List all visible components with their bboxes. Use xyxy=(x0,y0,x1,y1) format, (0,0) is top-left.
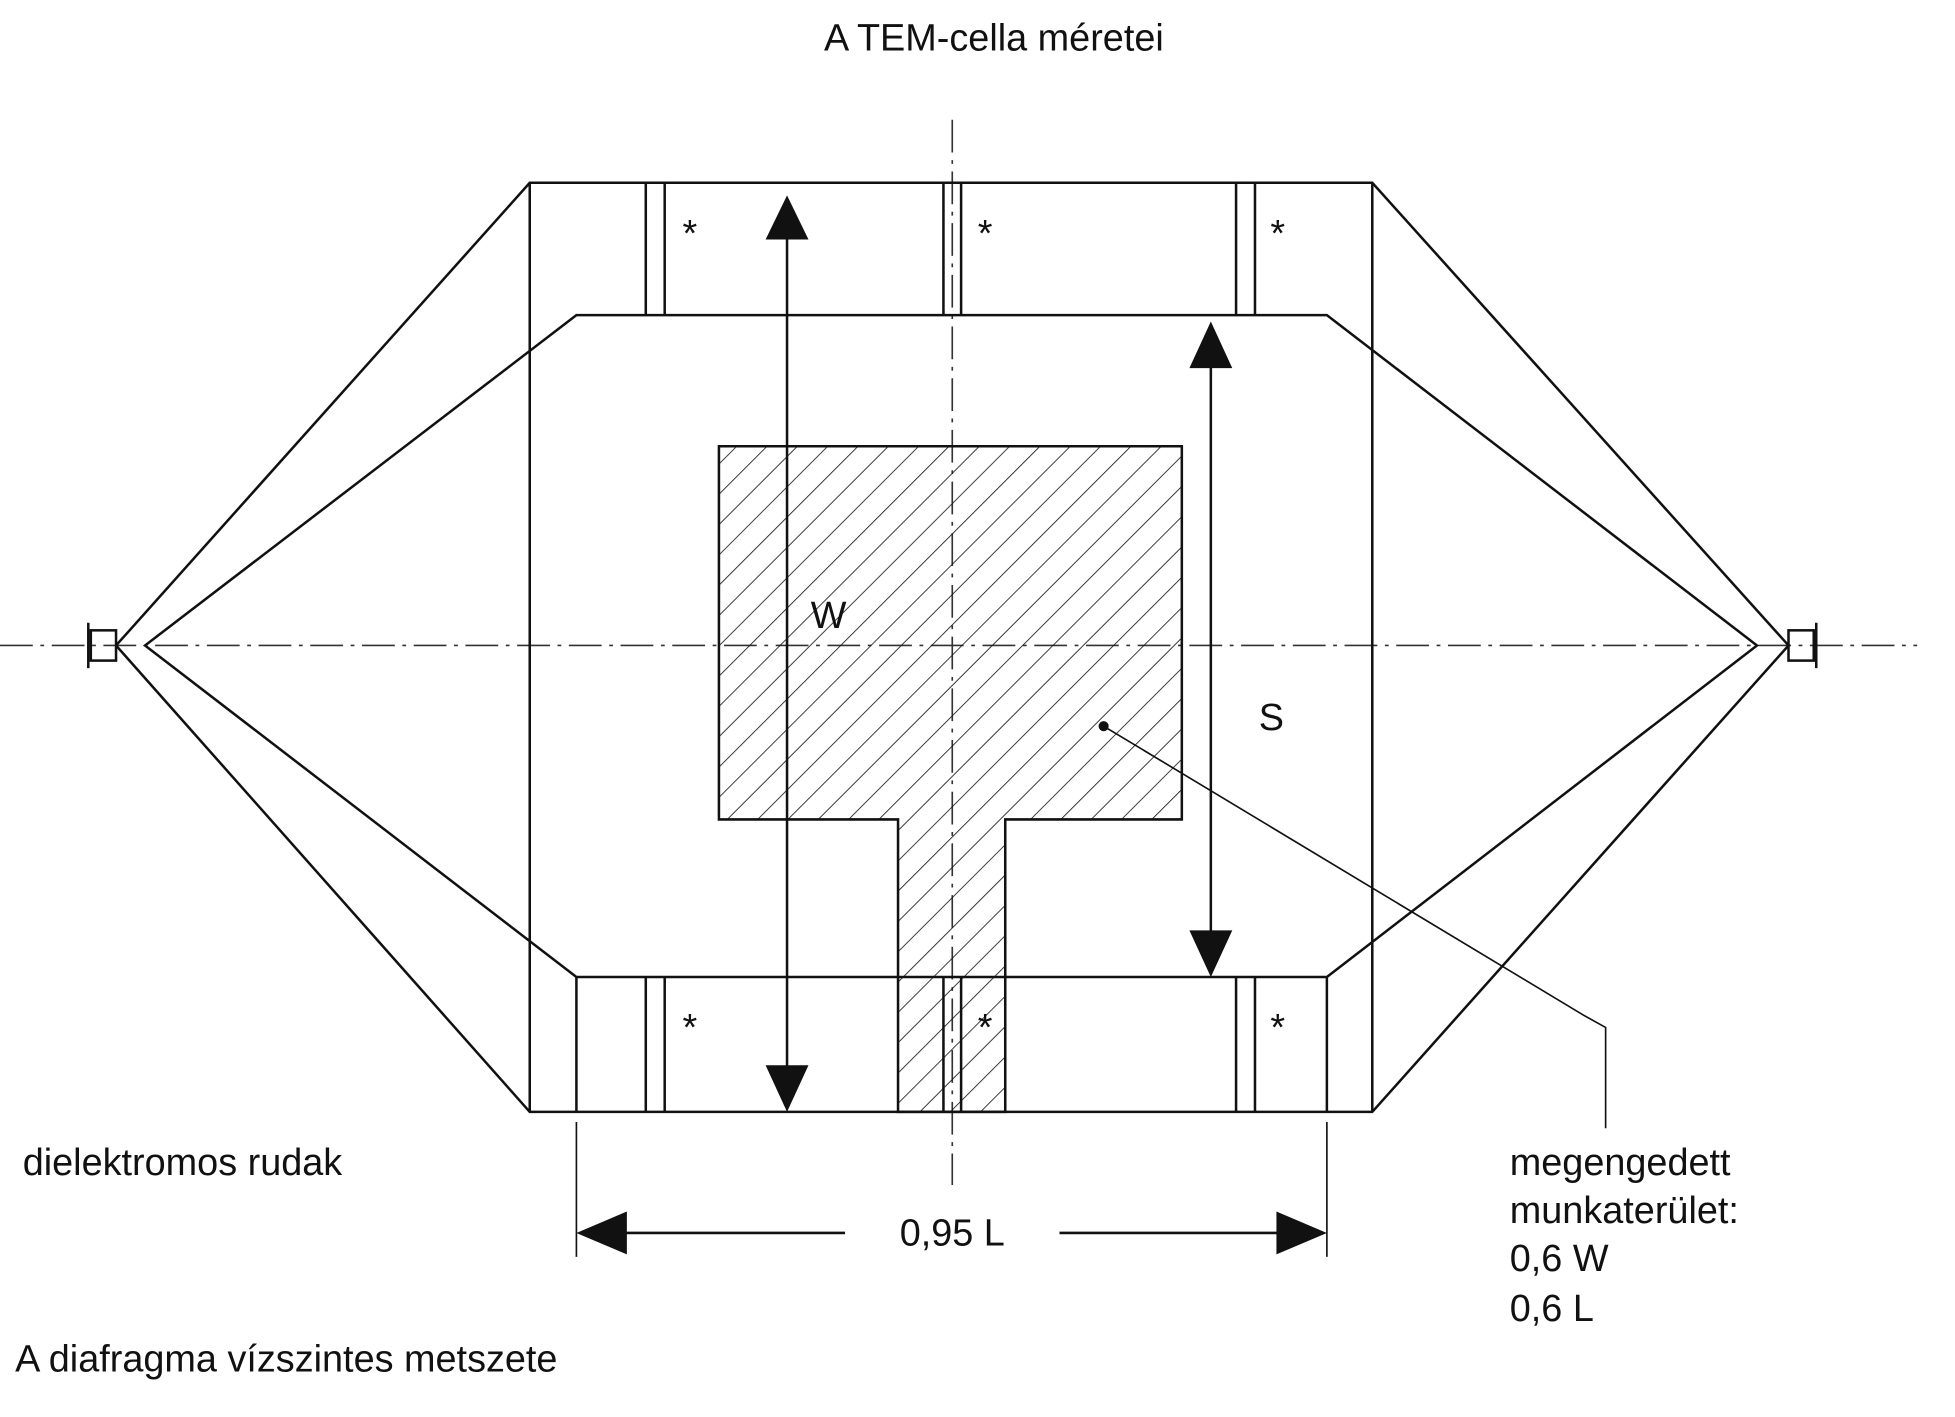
diagram-title: A TEM-cella méretei xyxy=(824,17,1164,59)
left-connector xyxy=(87,622,118,669)
work-area-label-line4: 0,6 L xyxy=(1510,1288,1594,1330)
asterisk-icon: * xyxy=(978,1007,993,1049)
w-dimension xyxy=(765,195,809,1112)
work-area-label-line2: munkaterület: xyxy=(1510,1190,1739,1232)
right-connector xyxy=(1787,622,1818,669)
s-label: S xyxy=(1259,697,1284,739)
length-dimension-label: 0,95 L xyxy=(900,1213,1005,1255)
work-area-region xyxy=(717,445,1184,1114)
rod-markers: * * * * * * xyxy=(683,213,1286,1049)
asterisk-icon: * xyxy=(1270,1007,1285,1049)
work-area-label-line3: 0,6 W xyxy=(1510,1238,1609,1280)
w-label: W xyxy=(811,595,847,637)
asterisk-icon: * xyxy=(683,213,698,255)
dielectric-rods-label: dielektromos rudak xyxy=(23,1142,343,1184)
s-dimension xyxy=(1189,321,1233,978)
work-area-leader xyxy=(1098,721,1607,1129)
length-dimension xyxy=(575,1122,1328,1257)
asterisk-icon: * xyxy=(683,1007,698,1049)
asterisk-icon: * xyxy=(1270,213,1285,255)
work-area-label-line1: megengedett xyxy=(1510,1142,1731,1184)
asterisk-icon: * xyxy=(978,213,993,255)
section-caption: A diafragma vízszintes metszete xyxy=(15,1339,557,1381)
